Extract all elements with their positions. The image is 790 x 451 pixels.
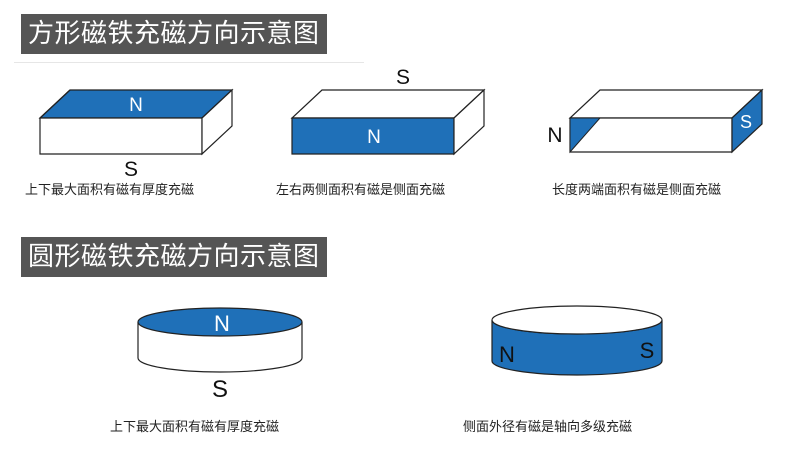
- pole-label-n: N: [547, 124, 562, 147]
- section-divider: [14, 62, 364, 63]
- pole-label-n: N: [367, 127, 381, 148]
- magnet-side-face: [453, 88, 485, 156]
- section-title-round: 圆形磁铁充磁方向示意图: [21, 237, 327, 277]
- magnet-top-face: [491, 305, 663, 335]
- caption-round-2: 侧面外径有磁是轴向多级充磁: [463, 420, 633, 435]
- caption-square-1: 上下最大面积有磁有厚度充磁: [25, 183, 195, 198]
- pole-label-n: N: [499, 342, 515, 367]
- section-title-square: 方形磁铁充磁方向示意图: [21, 14, 327, 54]
- magnet-side-face: [201, 88, 233, 156]
- caption-square-3: 长度两端面积有磁是侧面充磁: [552, 183, 722, 198]
- pole-label-s: S: [396, 66, 410, 89]
- pole-label-s: S: [640, 338, 655, 363]
- magnet-right-end-face: [731, 88, 763, 154]
- pole-label-s: S: [740, 112, 752, 132]
- magnet-top-face: [137, 307, 303, 337]
- caption-round-1: 上下最大面积有磁有厚度充磁: [110, 420, 280, 435]
- pole-label-n: N: [129, 95, 143, 116]
- pole-label-s: S: [124, 158, 138, 181]
- pole-label-s: S: [212, 376, 228, 403]
- magnet-left-end-face: [569, 117, 602, 154]
- caption-square-2: 左右两侧面积有磁是侧面充磁: [276, 183, 446, 198]
- pole-label-n: N: [214, 311, 230, 336]
